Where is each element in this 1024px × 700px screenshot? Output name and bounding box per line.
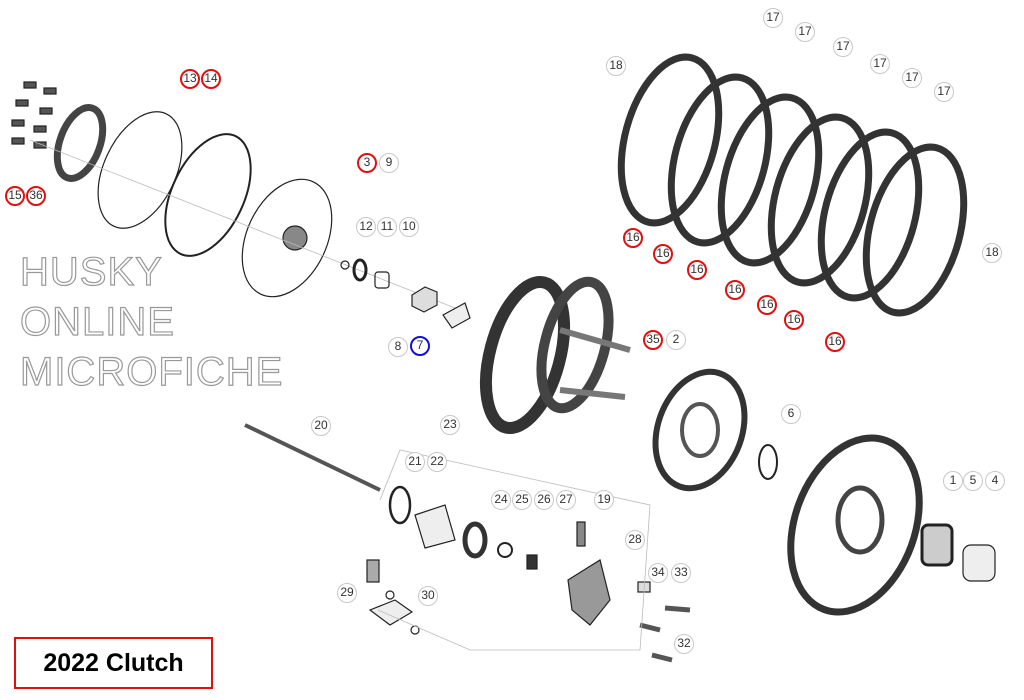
callout-part-7[interactable]: 7 (410, 336, 430, 356)
callout-part-29[interactable]: 29 (337, 583, 357, 603)
callout-part-12[interactable]: 12 (356, 217, 376, 237)
callout-part-32[interactable]: 32 (674, 634, 694, 654)
callout-part-30[interactable]: 30 (418, 586, 438, 606)
needle-bearing (920, 523, 954, 567)
callout-part-4[interactable]: 4 (985, 471, 1005, 491)
watermark-line-1: HUSKY (19, 249, 163, 294)
callout-part-2[interactable]: 2 (666, 330, 686, 350)
diagram-title: 2022 Clutch (14, 637, 213, 689)
callout-part-28[interactable]: 28 (625, 530, 645, 550)
callout-part-24[interactable]: 24 (491, 490, 511, 510)
callout-part-27[interactable]: 27 (556, 490, 576, 510)
pressure-plate (241, 178, 333, 298)
callout-part-21[interactable]: 21 (405, 452, 425, 472)
callout-part-16[interactable]: 16 (784, 310, 804, 330)
callout-part-1[interactable]: 1 (943, 471, 963, 491)
callout-part-15[interactable]: 15 (5, 186, 25, 206)
callout-part-11[interactable]: 11 (377, 217, 397, 237)
callout-part-35[interactable]: 35 (643, 330, 663, 350)
callout-part-16[interactable]: 16 (623, 228, 643, 248)
callout-part-16[interactable]: 16 (725, 280, 745, 300)
callout-part-17[interactable]: 17 (934, 82, 954, 102)
callout-part-17[interactable]: 17 (763, 8, 783, 28)
callout-part-5[interactable]: 5 (963, 471, 983, 491)
friction-plates (617, 53, 968, 317)
callout-part-16[interactable]: 16 (825, 332, 845, 352)
callout-part-16[interactable]: 16 (757, 295, 777, 315)
callout-part-22[interactable]: 22 (427, 452, 447, 472)
callout-part-17[interactable]: 17 (795, 22, 815, 42)
o-ring (164, 133, 252, 257)
callout-part-3[interactable]: 3 (357, 153, 377, 173)
callout-part-9[interactable]: 9 (379, 153, 399, 173)
spring-plate (53, 104, 107, 182)
callout-part-13[interactable]: 13 (180, 69, 200, 89)
callout-part-36[interactable]: 36 (26, 186, 46, 206)
callout-part-33[interactable]: 33 (671, 563, 691, 583)
watermark-line-3: MICROFICHE (19, 349, 284, 394)
outer-basket (787, 434, 923, 616)
callout-part-17[interactable]: 17 (833, 37, 853, 57)
callout-part-23[interactable]: 23 (440, 415, 460, 435)
callout-part-18[interactable]: 18 (606, 56, 626, 76)
callout-part-20[interactable]: 20 (311, 416, 331, 436)
bearing-parts (340, 258, 471, 329)
callout-part-26[interactable]: 26 (534, 490, 554, 510)
push-rod (244, 423, 381, 492)
inner-hub (652, 368, 748, 492)
callout-part-8[interactable]: 8 (388, 337, 408, 357)
callout-part-19[interactable]: 19 (594, 490, 614, 510)
thrust-washer (758, 444, 778, 480)
callout-part-25[interactable]: 25 (512, 490, 532, 510)
callout-part-16[interactable]: 16 (653, 244, 673, 264)
callout-part-14[interactable]: 14 (201, 69, 221, 89)
watermark-line-2: ONLINE (19, 299, 175, 344)
callout-part-16[interactable]: 16 (687, 260, 707, 280)
clutch-pack (480, 275, 631, 435)
callout-part-17[interactable]: 17 (902, 68, 922, 88)
bolts (11, 81, 57, 149)
callout-part-34[interactable]: 34 (648, 563, 668, 583)
callout-part-17[interactable]: 17 (870, 54, 890, 74)
callout-part-18[interactable]: 18 (982, 243, 1002, 263)
callout-part-10[interactable]: 10 (399, 217, 419, 237)
bushing (962, 544, 996, 582)
callout-part-6[interactable]: 6 (781, 404, 801, 424)
